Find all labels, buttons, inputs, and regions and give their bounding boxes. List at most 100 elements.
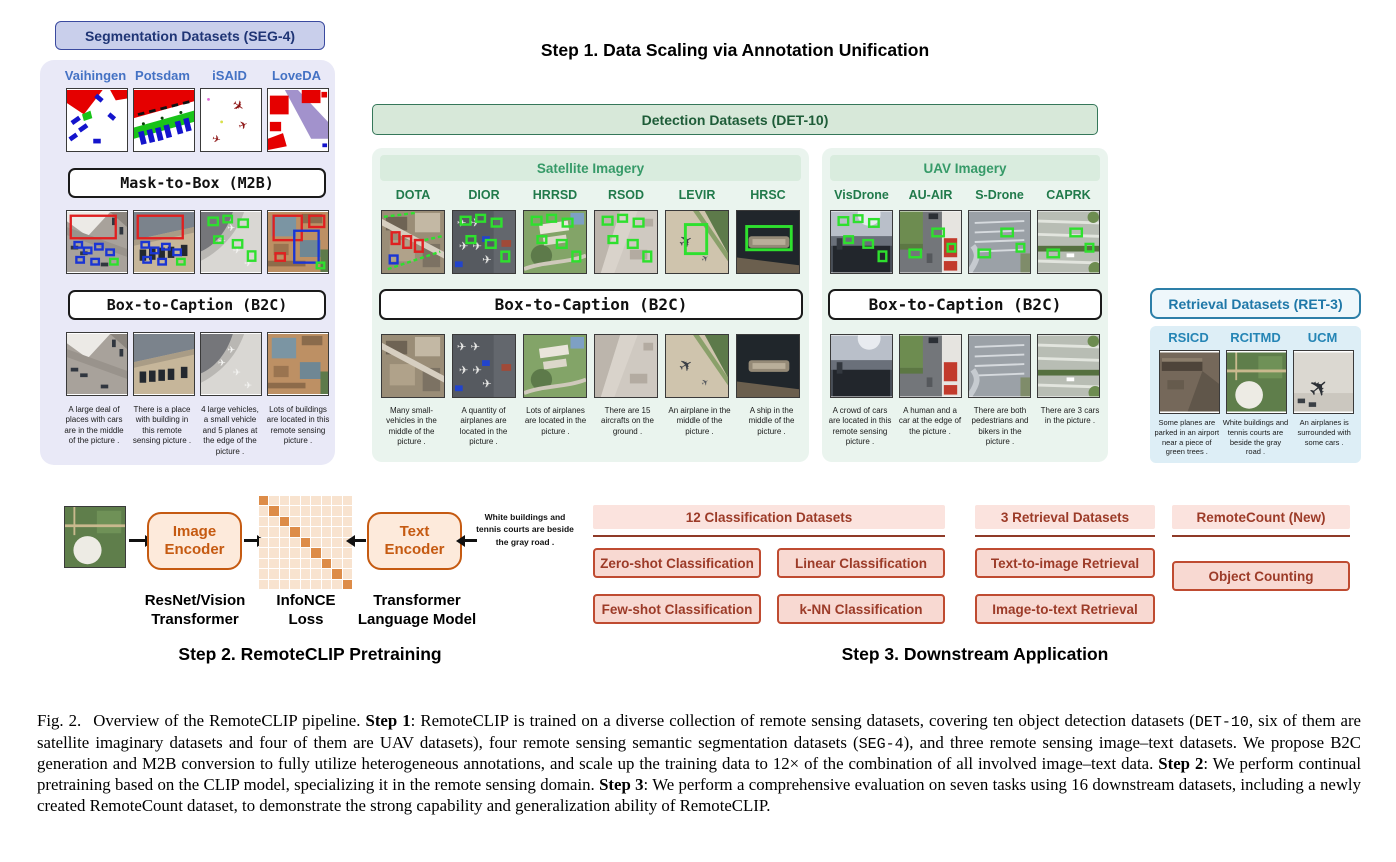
matrix-cell [332, 558, 342, 569]
segmentation-datasets-header: Segmentation Datasets (SEG-4) [55, 21, 325, 50]
au-air-image [899, 334, 962, 398]
dataset-label-caprk: CAPRK [1046, 188, 1091, 202]
image-caption: A ship in the middle of the picture . [748, 406, 795, 436]
caprk-image [1037, 210, 1100, 274]
dataset-label-dota: DOTA [395, 188, 431, 202]
matrix-cell [300, 516, 311, 527]
matrix-cell [342, 516, 352, 527]
uav-annotated-images [830, 210, 1100, 274]
step3-title: Step 3. Downstream Application [841, 644, 1109, 664]
dataset-label-s-drone: S-Drone [975, 188, 1024, 202]
rcitmd-image [64, 506, 126, 568]
matrix-cell [300, 569, 311, 579]
caption-text-run: SEG-4 [858, 735, 904, 753]
detection-datasets-header: Detection Datasets (DET-10) [372, 104, 1098, 135]
matrix-cell [321, 537, 332, 548]
dataset-label-visdrone: VisDrone [834, 188, 889, 202]
image-encoder-sublabel: ResNet/Vision Transformer [144, 592, 246, 628]
arrow-image-to-encoder [129, 534, 154, 547]
potsdam-mask-image [133, 88, 195, 152]
downstream-group-header-remotecount-new: RemoteCount (New) [1172, 505, 1350, 529]
matrix-cell [321, 569, 332, 579]
matrix-cell [311, 579, 321, 589]
matrix-cell [332, 496, 342, 506]
matrix-cell [269, 558, 279, 569]
image-caption: There are 3 cars in the picture . [1040, 406, 1100, 426]
matrix-cell [311, 527, 321, 537]
hrsc-image [736, 334, 800, 398]
matrix-cell [279, 558, 290, 569]
task-box-linear-classification: Linear Classification [777, 548, 945, 578]
pretraining-sample-caption: White buildings and tennis courts are be… [476, 512, 574, 547]
matrix-cell [279, 527, 290, 537]
matrix-diagonal-cell [321, 558, 332, 569]
matrix-cell [269, 579, 279, 589]
ucm-image [1293, 350, 1354, 414]
matrix-diagonal-cell [342, 579, 352, 589]
matrix-cell [279, 569, 290, 579]
matrix-cell [342, 527, 352, 537]
caprk-image [1037, 334, 1100, 398]
uav-imagery-header: UAV Imagery [830, 155, 1100, 181]
matrix-cell [332, 527, 342, 537]
image-caption: A crowd of cars are located in this remo… [828, 406, 892, 447]
dataset-label-isaid: iSAID [212, 68, 247, 83]
matrix-cell [290, 579, 300, 589]
dior-image [452, 210, 516, 274]
rcitmd-image [1226, 350, 1287, 414]
loveda-mask-image [267, 88, 329, 152]
matrix-diagonal-cell [311, 548, 321, 558]
s-drone-image [968, 334, 1031, 398]
matrix-cell [259, 506, 269, 516]
text-encoder-sublabel: Transformer Language Model [357, 592, 477, 628]
aerial-crossroad-image [66, 210, 128, 274]
matrix-cell [269, 516, 279, 527]
task-box-object-counting: Object Counting [1172, 561, 1350, 591]
aerial-parking-lot-image [133, 332, 195, 396]
task-box-few-shot-classification: Few-shot Classification [593, 594, 761, 624]
matrix-cell [311, 516, 321, 527]
remotecount-group: RemoteCount (New) Object Counting [1172, 505, 1350, 591]
group-underline [593, 535, 945, 537]
matrix-cell [279, 496, 290, 506]
matrix-diagonal-cell [259, 496, 269, 506]
task-box-zero-shot-classification: Zero-shot Classification [593, 548, 761, 578]
uav-photo-images [830, 334, 1100, 398]
matrix-cell [342, 506, 352, 516]
pretraining-input-image [64, 506, 126, 568]
matrix-cell [290, 537, 300, 548]
matrix-cell [311, 537, 321, 548]
text-encoder-box: Text Encoder [367, 512, 462, 570]
mask-to-box-label: Mask-to-Box (M2B) [68, 168, 326, 198]
caption-text-run: DET-10 [1194, 714, 1249, 731]
matrix-cell [259, 579, 269, 589]
matrix-cell [290, 516, 300, 527]
image-caption: Lots of buildings are located in this re… [266, 405, 330, 446]
aerial-parking-lot-image [133, 210, 195, 274]
infonce-loss-label: InfoNCE Loss [276, 592, 336, 628]
image-caption: 4 large vehicles, a small vehicle and 5 … [201, 405, 259, 456]
aerial-town-image [267, 210, 329, 274]
dataset-label-levir: LEVIR [678, 188, 716, 202]
matrix-diagonal-cell [290, 527, 300, 537]
vaihingen-mask-image [66, 88, 128, 152]
sat-box-to-caption-label: Box-to-Caption (B2C) [379, 289, 803, 320]
retrieval-captions: Some planes are parked in an airport nea… [1154, 418, 1357, 457]
task-box-image-to-text-retrieval: Image-to-text Retrieval [975, 594, 1155, 624]
caption-text-run: Step 1 [365, 711, 411, 730]
matrix-cell [300, 527, 311, 537]
matrix-cell [311, 506, 321, 516]
uav-box-to-caption-label: Box-to-Caption (B2C) [828, 289, 1102, 320]
downstream-group-header-12-classification-datasets: 12 Classification Datasets [593, 505, 945, 529]
matrix-cell [269, 537, 279, 548]
matrix-diagonal-cell [279, 516, 290, 527]
matrix-cell [259, 569, 269, 579]
matrix-cell [332, 579, 342, 589]
matrix-cell [279, 537, 290, 548]
